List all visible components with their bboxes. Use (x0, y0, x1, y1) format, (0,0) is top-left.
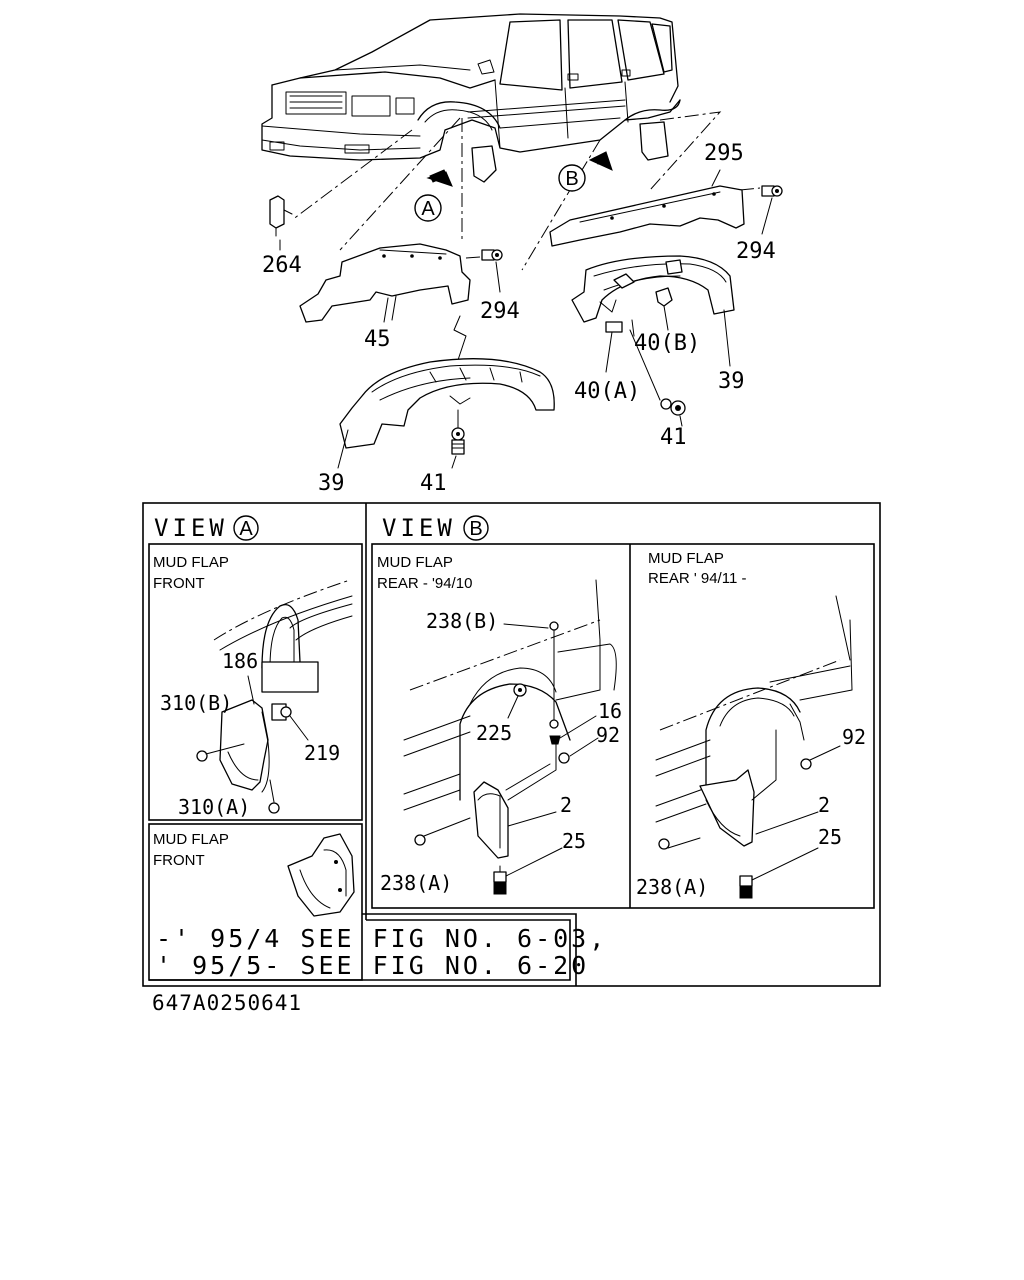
part-45-front-shield (299, 243, 471, 323)
view-b-frame-inner (371, 543, 875, 909)
view-b-panel1-line1: MUD FLAP (377, 554, 453, 571)
marker-b-letter: B (565, 168, 578, 190)
callout-41-rear: 41 (660, 425, 687, 450)
view-a-front-mudflap-drawing (196, 579, 353, 814)
note-line-2: ' 95/5- SEE FIG NO. 6-20 (156, 951, 589, 980)
marker-a-letter: A (421, 198, 435, 220)
part-294-clip-left (481, 249, 503, 293)
callout-225: 225 (476, 721, 512, 745)
callout-25-late: 25 (818, 825, 842, 849)
part-41-bolt-front (451, 409, 465, 455)
view-a-panel1-line2: FRONT (153, 575, 205, 592)
part-39-rear-liner (571, 255, 735, 323)
callout-2-early: 2 (560, 793, 572, 817)
callout-310a: 310(A) (178, 795, 250, 819)
callout-238a-late: 238(A) (636, 875, 708, 899)
callout-39-front: 39 (318, 471, 345, 496)
view-a-front-mudflap-small (287, 833, 355, 917)
view-a-panel2-line1: MUD FLAP (153, 831, 229, 848)
callout-92-late: 92 (842, 725, 866, 749)
vehicle-outline (261, 13, 681, 183)
break-line-right (631, 319, 635, 337)
callout-219: 219 (304, 741, 340, 765)
note-line-1: -' 95/4 SEE FIG NO. 6-03, (156, 924, 607, 953)
callout-92-early: 92 (596, 723, 620, 747)
callout-45: 45 (364, 327, 391, 352)
callout-40a: 40(A) (574, 379, 640, 404)
callout-16: 16 (598, 699, 622, 723)
part-39-front-liner (339, 358, 555, 449)
view-a-frame-top (148, 543, 363, 821)
view-outer-frame (142, 502, 881, 987)
figure-code: 647A0250641 (152, 991, 302, 1015)
leader-lines-upper (291, 111, 761, 271)
part-41-bolt-rear (629, 329, 686, 427)
view-a-panel2-line2: FRONT (153, 852, 205, 869)
view-b-letter: B (469, 518, 482, 540)
callout-40b: 40(B) (634, 331, 700, 356)
part-40a-clip (605, 321, 623, 373)
view-b-rear-mudflap-early-drawing (403, 579, 617, 895)
callout-leaders-view-b1 (423, 623, 599, 877)
callout-leaders-upper (337, 297, 731, 469)
marker-b: B (558, 151, 613, 192)
callout-25-early: 25 (562, 829, 586, 853)
callout-310b: 310(B) (160, 691, 232, 715)
callout-leaders-view-b2 (667, 745, 841, 881)
callout-39-rear: 39 (718, 369, 745, 394)
callout-186: 186 (222, 649, 258, 673)
part-295-rear-shield (549, 169, 745, 247)
break-line-left (453, 315, 467, 361)
view-b-panel2-line1: MUD FLAP (648, 550, 724, 567)
callout-294-right: 294 (736, 239, 776, 264)
callout-295: 295 (704, 141, 744, 166)
callout-2-late: 2 (818, 793, 830, 817)
view-b-rear-mudflap-late-drawing (655, 595, 853, 899)
callout-294-left: 294 (480, 299, 520, 324)
part-40b-clip (655, 287, 673, 331)
view-a-letter: A (239, 518, 253, 540)
callout-41-front: 41 (420, 471, 447, 496)
view-a-title: VIEW (154, 514, 228, 542)
view-a-panel1-line1: MUD FLAP (153, 554, 229, 571)
view-b-panel1-line2: REAR - '94/10 (377, 575, 472, 592)
view-b-title: VIEW (382, 514, 456, 542)
view-b-panel2-line2: REAR ' 94/11 - (648, 570, 746, 587)
note-frame (362, 913, 577, 986)
part-264-bracket (269, 195, 293, 251)
marker-a: A (414, 169, 453, 222)
callout-238a-early: 238(A) (380, 871, 452, 895)
callout-238b: 238(B) (426, 609, 498, 633)
part-294-clip-right (761, 185, 783, 235)
callout-264: 264 (262, 253, 302, 278)
